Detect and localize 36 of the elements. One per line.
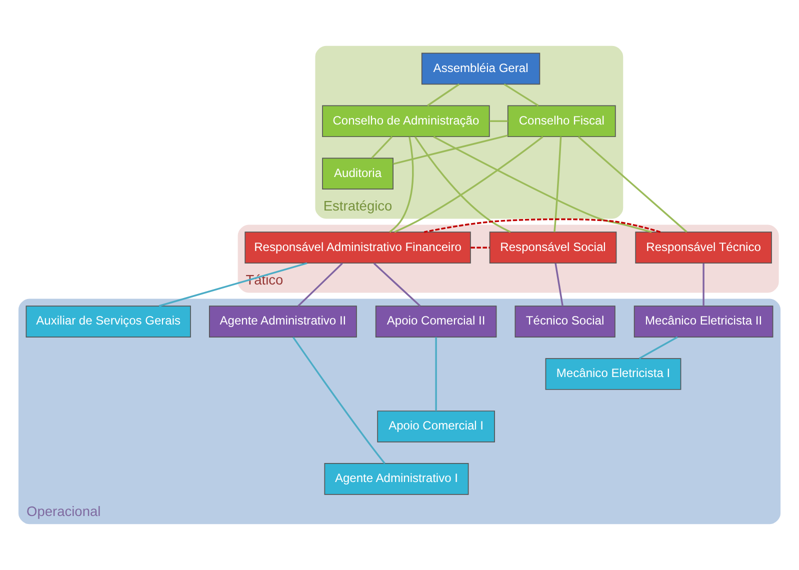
node-box: Assembléia Geral — [421, 52, 540, 85]
node-box: Responsável Técnico — [635, 232, 772, 264]
connector — [373, 262, 421, 307]
node-box: Agente Administrativo I — [324, 463, 469, 495]
connector — [490, 120, 508, 122]
connector — [504, 84, 539, 106]
connector — [554, 136, 562, 232]
node-box: Conselho de Administração — [322, 105, 490, 138]
connector — [371, 136, 393, 159]
connector — [435, 337, 437, 411]
connector — [298, 262, 343, 307]
node-box: Agente Administrativo II — [208, 306, 357, 338]
connector — [414, 136, 511, 233]
node-box: Responsável Social — [489, 232, 617, 264]
connector — [292, 336, 386, 464]
connector — [158, 262, 308, 307]
node-box: Apoio Comercial I — [377, 410, 495, 442]
connector — [578, 136, 688, 233]
connector — [393, 134, 508, 165]
connector — [470, 246, 490, 248]
connector — [389, 136, 414, 233]
connector — [394, 136, 544, 233]
node-box: Mecânico Eletricista II — [634, 306, 774, 338]
node-box: Mecânico Eletricista I — [545, 358, 682, 390]
connector — [433, 136, 652, 233]
node-box: Auxiliar de Serviços Gerais — [26, 306, 191, 338]
node-box: Apoio Comercial II — [375, 306, 497, 338]
node-box: Conselho Fiscal — [507, 105, 616, 138]
connector — [554, 263, 564, 306]
connector — [427, 84, 460, 106]
node-box: Técnico Social — [514, 306, 616, 338]
connector — [638, 336, 678, 360]
connector — [424, 218, 661, 233]
node-box: Auditoria — [322, 158, 394, 190]
node-box: Responsável Administrativo Financeiro — [244, 232, 471, 264]
connector — [702, 263, 704, 306]
